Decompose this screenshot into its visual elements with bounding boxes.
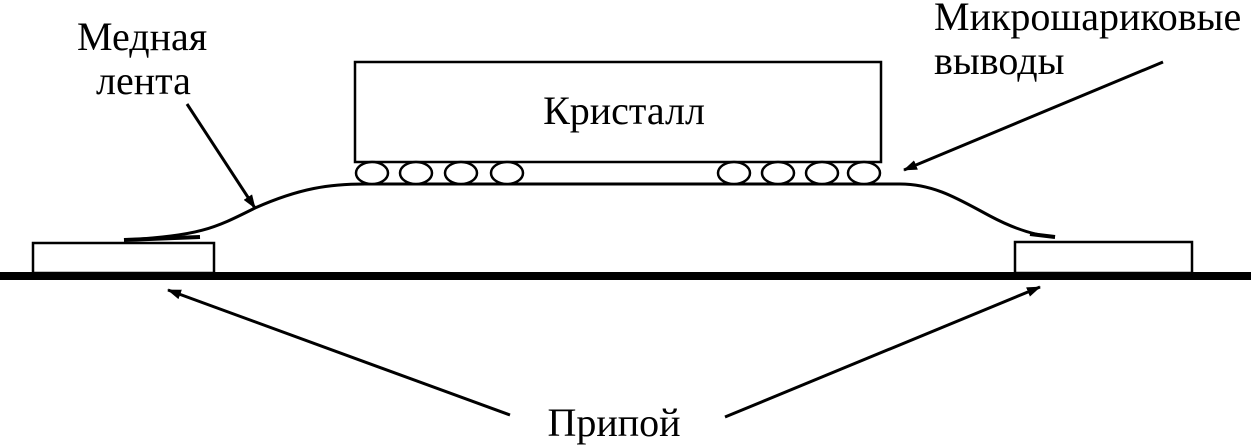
microball	[443, 160, 479, 186]
arrow-solder-left	[167, 288, 511, 417]
microball	[716, 160, 752, 186]
label-solder: Припой	[547, 400, 680, 445]
arrow-copper-tape	[185, 103, 257, 209]
microball	[489, 160, 525, 186]
label-copper-tape-line2: лента	[96, 58, 191, 103]
microball	[846, 160, 882, 186]
microball	[760, 160, 796, 186]
label-crystal: Кристалл	[543, 88, 705, 133]
microball-group-right	[716, 160, 882, 186]
microball	[398, 160, 434, 186]
crystal-chip	[353, 60, 883, 164]
microball-group-left	[354, 160, 525, 186]
left-contact-pad	[31, 241, 216, 275]
copper-tape	[123, 182, 1056, 242]
label-copper-tape-line1: Медная	[77, 14, 207, 59]
label-microballs-line1: Микрошариковые	[934, 0, 1241, 39]
microball	[804, 160, 840, 186]
microball	[354, 160, 390, 186]
label-microballs-line2: выводы	[934, 38, 1064, 83]
arrow-solder-right	[724, 285, 1041, 419]
copper-tape-left-end	[123, 235, 201, 242]
right-contact-pad	[1013, 240, 1194, 275]
copper-tape-right-end	[1029, 232, 1056, 239]
substrate-board	[0, 272, 1251, 280]
arrow-microballs	[903, 60, 1164, 172]
